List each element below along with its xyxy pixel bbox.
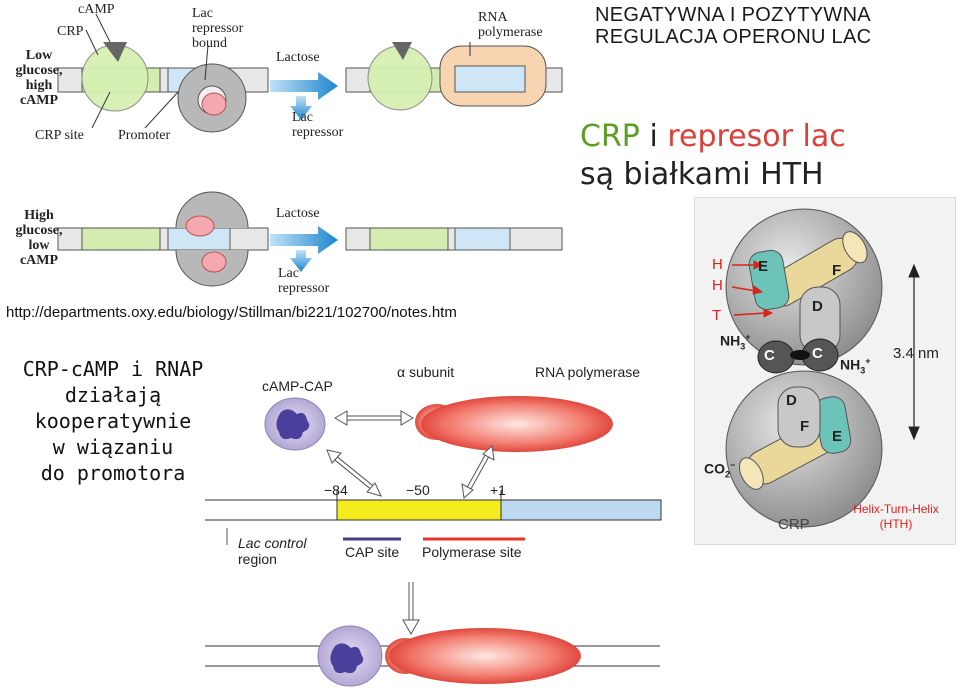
crp-site-leader — [91, 91, 111, 129]
crp-structure-label: CRP — [778, 516, 810, 533]
lac-control-label-line1: Lac control — [238, 535, 307, 551]
coop-line5: do promotora — [40, 461, 186, 485]
hth-legend-line1: Helix-Turn-Helix — [853, 502, 939, 516]
helix-f-top: F — [832, 262, 842, 279]
helix-c-right: C — [812, 345, 823, 362]
camp-cap-label: cAMP-CAP — [262, 378, 333, 394]
position-plus-1: +1 — [490, 482, 506, 498]
camp-leader — [95, 13, 111, 43]
helix-e-top: E — [758, 258, 769, 275]
hth-represor-word: represor lac — [667, 119, 846, 154]
distance-scale — [908, 263, 920, 441]
cap-rnap-cooperative-figure — [205, 396, 662, 687]
lac-control-label-line2: region — [238, 551, 277, 567]
hth-line2: są białkami HTH — [580, 157, 824, 192]
lactose-arrow-1 — [270, 72, 338, 120]
polymerase-site-label: Polymerase site — [422, 544, 522, 560]
lac-repressor-bound-label: Lac repressor bound — [192, 6, 244, 51]
crp-lower-subunit — [725, 370, 883, 528]
hth-statement: CRP i represor lac są białkami HTH — [580, 118, 846, 194]
helix-f-bottom: F — [800, 418, 810, 435]
hth-i-word: i — [649, 119, 658, 154]
row1-condition-label: Low glucose, high cAMP — [15, 48, 63, 108]
cooperative-text: CRP-cAMP i RNAP działają kooperatywnie w… — [4, 356, 222, 486]
crp-protein — [81, 42, 149, 112]
lac-repressor-label-1: Lac repressor — [292, 110, 344, 140]
c-helix-dimer — [757, 338, 839, 374]
hth-arrows — [731, 260, 774, 318]
lac-repressor-label-2: Lac repressor — [278, 266, 330, 296]
coop-line4: w wiązaniu — [52, 435, 174, 459]
interaction-arrows — [326, 410, 495, 499]
hth-t-label: T — [712, 307, 722, 324]
source-url: http://departments.oxy.edu/biology/Still… — [6, 304, 457, 321]
hth-h2-label: H — [712, 277, 723, 294]
crp-leader — [85, 29, 99, 56]
camp-label: cAMP — [78, 2, 115, 17]
row2-condition-label: High glucose, low cAMP — [15, 208, 63, 268]
lactose-arrow-2 — [270, 226, 338, 272]
row1-dna-right — [345, 42, 563, 111]
coop-line2: działają — [64, 383, 162, 407]
lac-repressor-leader — [204, 44, 209, 81]
coop-line1: CRP-cAMP i RNAP — [22, 357, 204, 381]
down-arrow — [402, 582, 420, 636]
slide-title-line1: NEGATYWNA I POZYTYWNA — [595, 4, 871, 26]
slide-title-line2: REGULACJA OPERONU LAC — [595, 26, 872, 48]
bound-complex — [205, 625, 660, 687]
helix-c-left: C — [764, 347, 775, 364]
crp-label: CRP — [57, 24, 84, 39]
lactose-label-2: Lactose — [276, 206, 320, 221]
slide-title: NEGATYWNA I POZYTYWNA REGULACJA OPERONU … — [595, 4, 871, 48]
row2-dna-left — [57, 191, 269, 287]
lac-control-dna — [205, 490, 662, 521]
crp-site-label: CRP site — [35, 128, 84, 143]
distance-label: 3.4 nm — [893, 345, 939, 362]
rna-polymerase-label: RNA polymerase — [535, 364, 641, 380]
hth-legend-line2: (HTH) — [879, 517, 913, 531]
promoter-label: Promoter — [118, 128, 171, 143]
rna-polymerase-label-top: RNA polymerase — [478, 10, 543, 40]
row2-dna-right — [345, 227, 563, 251]
cap-site-label: CAP site — [345, 544, 400, 560]
helix-d-bottom: D — [786, 392, 797, 409]
position-minus-50: −50 — [406, 482, 430, 498]
lac-operon-regulation-figure — [57, 13, 563, 287]
co2-label: CO2− — [704, 460, 736, 480]
promoter-leader — [144, 91, 179, 129]
lactose-label-1: Lactose — [276, 50, 320, 65]
hth-h1-label: H — [712, 256, 723, 273]
alpha-subunit-label: α subunit — [397, 364, 455, 380]
hth-crp-word: CRP — [580, 119, 640, 154]
lac-repressor-bound — [177, 63, 247, 133]
rna-polymerase-top — [415, 396, 613, 452]
crp-structure-figure — [725, 208, 920, 528]
nh3-left-label: NH3+ — [720, 332, 751, 352]
camp-cap-protein — [264, 397, 326, 451]
nh3-right-label: NH3+ — [840, 356, 871, 376]
coop-line3: kooperatywnie — [34, 409, 192, 433]
position-minus-84: −84 — [324, 482, 348, 498]
helix-e-bottom: E — [832, 428, 843, 445]
helix-d-top: D — [812, 298, 823, 315]
